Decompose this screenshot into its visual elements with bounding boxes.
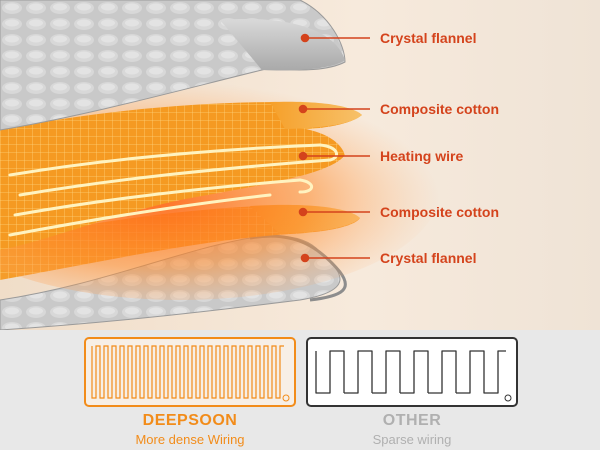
dense-wiring-diagram (84, 337, 296, 407)
callout-lines (298, 33, 370, 263)
label-composite-cotton-top: Composite cotton (380, 101, 499, 117)
label-crystal-flannel-top: Crystal flannel (380, 30, 477, 46)
other-brand: OTHER (382, 412, 442, 429)
crystal-flannel-top-layer (0, 0, 346, 131)
label-composite-cotton-bottom: Composite cotton (380, 204, 499, 220)
label-heating-wire: Heating wire (380, 148, 464, 164)
comparison-panel: DEEPSOON More dense Wiring OTHER Sparse … (0, 330, 600, 450)
deepsoon-caption: More dense Wiring (135, 432, 245, 447)
layer-illustration (0, 0, 600, 330)
deepsoon-brand: DEEPSOON (142, 412, 238, 429)
label-crystal-flannel-bottom: Crystal flannel (380, 250, 477, 266)
sparse-wiring-diagram (306, 337, 518, 407)
heating-wire-layer (0, 125, 345, 250)
other-caption: Sparse wiring (372, 432, 452, 447)
